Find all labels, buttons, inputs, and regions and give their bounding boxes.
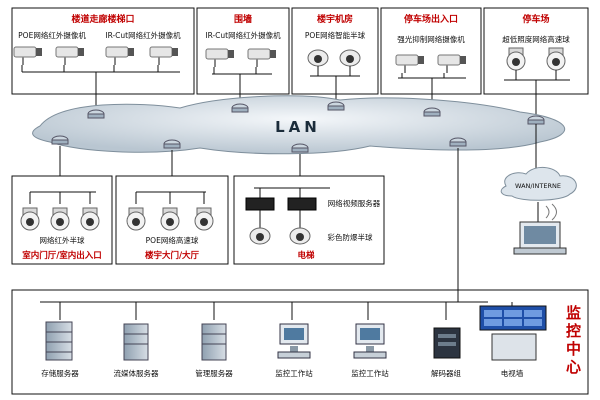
label-poe-smart-dome: POE网络智能半球 <box>305 30 366 40</box>
bullet-camera-icon <box>13 46 43 66</box>
lan-label: LAN <box>275 118 321 136</box>
video-server-icon <box>245 197 275 211</box>
label-ircut-ir-camera-2: IR-Cut网络红外摄像机 <box>205 30 281 40</box>
box-camera-icon <box>395 54 425 74</box>
label-poe-speed-dome: POE网络高速球 <box>146 235 199 245</box>
switch-icon <box>327 101 345 111</box>
workstation-icon <box>277 323 311 359</box>
remote-laptop <box>513 221 567 255</box>
zone-title-fence: 围墙 <box>234 13 252 25</box>
zone-fence: 围墙 <box>196 7 290 95</box>
downlinks <box>59 124 537 290</box>
label-color-dome: 彩色防爆半球 <box>328 232 373 242</box>
speed-dome-icon <box>546 47 566 71</box>
camera-group-corridor <box>13 46 180 73</box>
switch-icon <box>449 137 467 147</box>
zone-elevator: 网络视频服务器 彩色防爆半球 电梯 <box>233 175 385 265</box>
zone-indoor-door: 网络红外半球 室内门厅/室内出入口 <box>11 175 113 265</box>
switch-icon <box>291 143 309 153</box>
speed-dome-icon <box>194 207 214 231</box>
camera-group-parking-entrance <box>395 54 467 79</box>
zone-lobby: POE网络高速球 楼宇大门/大厅 <box>115 175 229 265</box>
zone-parking-entrance: 停车场出入口 <box>380 7 482 95</box>
switch-icon <box>423 107 441 117</box>
label-storage-server: 存储服务器 <box>41 368 79 378</box>
box-camera-icon <box>437 54 467 74</box>
zone-title-indoor-door: 室内门厅/室内出入口 <box>22 250 102 261</box>
wireless-icon <box>545 203 557 221</box>
bullet-camera-icon <box>149 46 179 66</box>
label-video-server: 网络视频服务器 <box>328 198 381 208</box>
label-ircut-ir-camera: IR-Cut网络红外摄像机 <box>105 30 181 40</box>
decoder-icon <box>433 327 461 359</box>
label-management-server: 管理服务器 <box>195 368 233 378</box>
dome-camera-icon <box>289 227 311 245</box>
speed-dome-icon <box>506 47 526 71</box>
video-server-icon <box>287 197 317 211</box>
tv-wall-icon <box>479 305 547 361</box>
label-ir-dome: 网络红外半球 <box>40 235 85 245</box>
zone-title-parking: 停车场 <box>522 13 549 25</box>
dome-camera-icon <box>50 207 70 231</box>
zone-machine-room: 楼宇机房 <box>291 7 379 95</box>
dome-camera-icon <box>307 49 329 67</box>
camera-group-machine-room <box>307 49 361 77</box>
bullet-camera-icon <box>205 48 235 68</box>
switch-icon <box>231 103 249 113</box>
dome-camera-icon <box>20 207 40 231</box>
label-poe-ir-camera: POE网络红外摄像机 <box>18 30 86 40</box>
storage-server-icon <box>45 321 73 361</box>
label-backlight-camera: 强光抑制网络摄像机 <box>397 34 465 44</box>
label-decoder-group: 解码器组 <box>431 368 461 378</box>
zone-title-machine-room: 楼宇机房 <box>317 13 353 25</box>
zone-title-elevator: 电梯 <box>297 250 315 261</box>
switch-icon <box>87 109 105 119</box>
speed-dome-icon <box>160 207 180 231</box>
camera-group-fence <box>205 48 277 75</box>
speed-dome-icon <box>126 207 146 231</box>
management-server-icon <box>201 323 227 361</box>
bullet-camera-icon <box>55 46 85 66</box>
label-workstation-2: 监控工作站 <box>351 368 389 378</box>
wan-cloud: WAN/INTERNE <box>500 167 577 222</box>
bullet-camera-icon <box>247 48 277 68</box>
label-media-server: 流媒体服务器 <box>114 368 159 378</box>
bullet-camera-icon <box>105 46 135 66</box>
dome-camera-icon <box>339 49 361 67</box>
zone-title-corridor: 楼道走廊楼梯口 <box>71 13 134 25</box>
label-tv-wall: 电视墙 <box>501 368 524 378</box>
label-workstation-1: 监控工作站 <box>275 368 313 378</box>
zone-title-parking-entrance: 停车场出入口 <box>404 13 458 25</box>
label-ultra-wide-dome: 超低照度网络高速球 <box>502 34 570 44</box>
switch-icon <box>51 135 69 145</box>
zone-monitor-center: 存储服务器 流媒体服务器 管理服务器 监控工作站 监控工作站 解码器组 电视墙 … <box>11 289 589 395</box>
zone-title-monitor-center: 监 控 中 心 <box>566 304 586 376</box>
dome-camera-icon <box>249 227 271 245</box>
zone-title-lobby: 楼宇大门/大厅 <box>145 250 200 261</box>
zone-corridor: 楼道走廊楼梯口 <box>11 7 195 95</box>
switch-icon <box>527 115 545 125</box>
media-server-icon <box>123 323 149 361</box>
workstation-icon <box>353 323 387 359</box>
wan-label: WAN/INTERNE <box>515 182 561 190</box>
camera-group-parking <box>504 47 570 81</box>
switch-icon <box>163 139 181 149</box>
dome-camera-icon <box>80 207 100 231</box>
